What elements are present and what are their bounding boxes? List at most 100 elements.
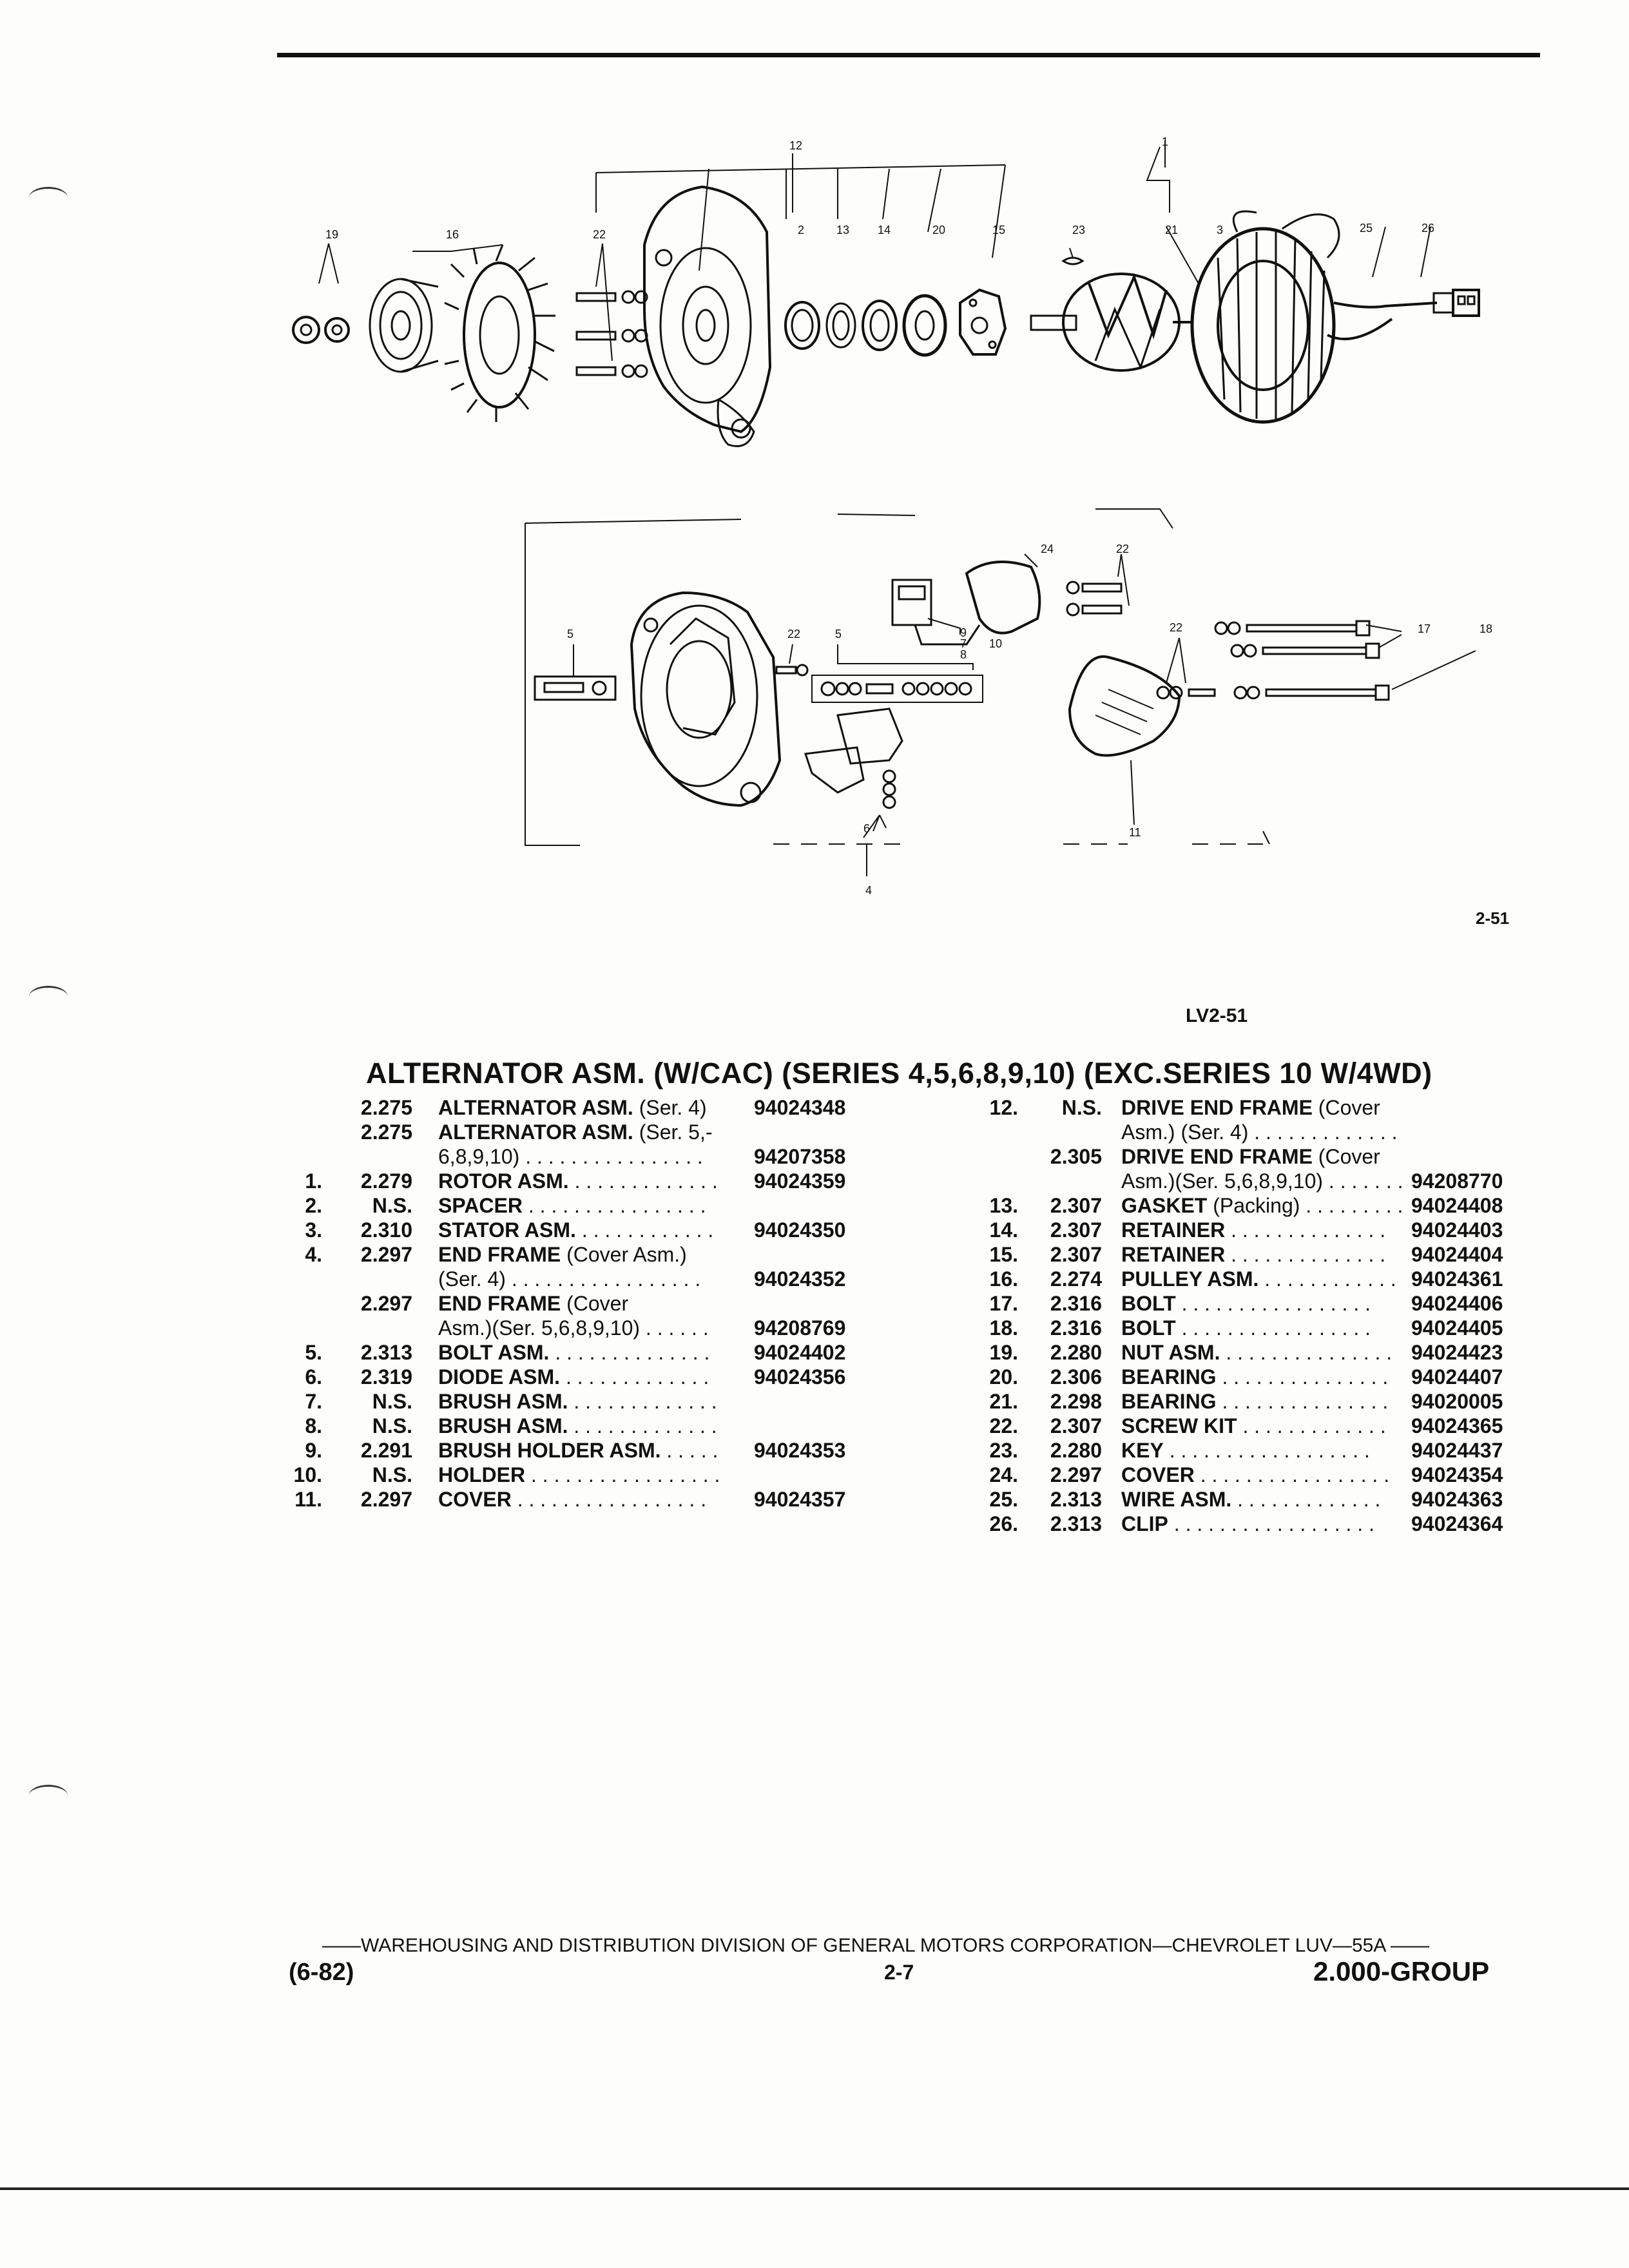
part-description: RETAINER . . . . . . . . . . . . . . <box>1121 1243 1386 1266</box>
item-number: 18. <box>989 1316 1018 1340</box>
figure-page-code: 2-51 <box>1476 908 1510 928</box>
part-description: PULLEY ASM. . . . . . . . . . . . . <box>1121 1267 1396 1291</box>
part-description: END FRAME (Cover Asm.) <box>438 1243 687 1266</box>
part-description: COVER . . . . . . . . . . . . . . . . . <box>438 1488 707 1511</box>
top-callout-3: 3 <box>1217 224 1223 236</box>
bottom-callout-22: 22 <box>787 628 800 640</box>
part-description: ALTERNATOR ASM. (Ser. 4) <box>438 1096 707 1119</box>
part-description: NUT ASM. . . . . . . . . . . . . . . . <box>1121 1341 1393 1364</box>
bottom-callout-4: 4 <box>865 884 872 897</box>
bottom-callout-11: 11 <box>1129 826 1141 839</box>
part-description: DIODE ASM. . . . . . . . . . . . . . <box>438 1365 709 1389</box>
item-number: 20. <box>989 1365 1018 1389</box>
part-description: BRUSH ASM. . . . . . . . . . . . . . <box>438 1390 717 1413</box>
top-callout-16: 16 <box>446 228 459 241</box>
item-number: 22. <box>989 1414 1018 1437</box>
bottom-callout-6: 6 <box>863 822 870 835</box>
binder-mark <box>29 1785 68 1806</box>
top-rule <box>277 53 1540 57</box>
item-number: 9. <box>305 1439 322 1462</box>
parts-row: 8.N.S.BRUSH ASM. . . . . . . . . . . . .… <box>284 1414 876 1438</box>
group-number: 2.280 <box>1050 1341 1102 1364</box>
group-number: 2.306 <box>1050 1365 1102 1389</box>
item-number: 8. <box>305 1414 322 1437</box>
figure-id: LV2-51 <box>1186 1005 1248 1026</box>
parts-row: 6. 2.319 DIODE ASM. . . . . . . . . . . . … <box>284 1365 876 1389</box>
group-number: 2.298 <box>1050 1390 1102 1413</box>
bottom-callout-7: 7 <box>960 637 967 650</box>
part-number: 94024404 <box>1411 1243 1503 1266</box>
alternator-exploded-diagram: 1211916222131420152321325262422522597108… <box>292 135 1492 897</box>
item-number: 13. <box>989 1194 1018 1217</box>
part-description: CLIP . . . . . . . . . . . . . . . . . . <box>1121 1512 1374 1535</box>
item-number: 16. <box>989 1267 1018 1291</box>
group-number: 2.307 <box>1050 1414 1102 1437</box>
group-number: 2.274 <box>1050 1267 1102 1291</box>
group-number: 2.310 <box>360 1218 412 1242</box>
part-description: ROTOR ASM. . . . . . . . . . . . . . <box>438 1169 718 1193</box>
part-description: RETAINER . . . . . . . . . . . . . . <box>1121 1218 1386 1242</box>
item-number: 7. <box>305 1390 322 1413</box>
group-number: 2.313 <box>360 1341 412 1364</box>
part-number: 94024402 <box>754 1341 846 1364</box>
group-number: 2.297 <box>360 1488 412 1511</box>
item-number: 17. <box>989 1292 1018 1315</box>
top-callout-23: 23 <box>1072 224 1085 236</box>
group-number: 2.297 <box>1050 1463 1102 1486</box>
item-number: 3. <box>305 1218 322 1242</box>
part-description: Asm.)(Ser. 5,6,8,9,10) . . . . . . . <box>1121 1169 1403 1193</box>
item-number: 12. <box>989 1096 1018 1119</box>
part-description: BOLT . . . . . . . . . . . . . . . . . <box>1121 1316 1371 1340</box>
part-number: 94208769 <box>754 1316 846 1340</box>
part-description: BRUSH HOLDER ASM. . . . . . <box>438 1439 718 1462</box>
part-number: 94024361 <box>1411 1267 1503 1291</box>
parts-row: 12.N.S.DRIVE END FRAME (Cover <box>934 1095 1540 1120</box>
group-number: 2.297 <box>360 1243 412 1266</box>
part-description: GASKET (Packing) . . . . . . . . . <box>1121 1194 1403 1217</box>
part-number: 94207358 <box>754 1145 846 1168</box>
item-number: 6. <box>305 1365 322 1389</box>
bottom-callout-24: 24 <box>1041 543 1054 555</box>
part-description: DRIVE END FRAME (Cover <box>1121 1145 1380 1168</box>
part-description: BOLT ASM. . . . . . . . . . . . . . . <box>438 1341 710 1364</box>
parts-row: Asm.)(Ser. 5,6,8,9,10) . . . . . .942087… <box>284 1316 876 1340</box>
part-number: 94024357 <box>754 1488 846 1511</box>
part-description: (Ser. 4) . . . . . . . . . . . . . . . .… <box>438 1267 701 1291</box>
top-callout-14: 14 <box>878 224 891 236</box>
bottom-rule <box>0 2187 1629 2190</box>
bottom-callout-8: 8 <box>960 648 967 661</box>
bottom-callout-5: 5 <box>567 628 574 640</box>
group-number: 2.305 <box>1050 1145 1102 1168</box>
part-number: 94024403 <box>1411 1218 1503 1242</box>
part-description: COVER . . . . . . . . . . . . . . . . . <box>1121 1463 1390 1486</box>
group-number: 2.313 <box>1050 1488 1102 1511</box>
part-description: BRUSH ASM. . . . . . . . . . . . . . <box>438 1414 717 1437</box>
top-callout-1: 1 <box>1162 135 1168 148</box>
top-callout-13: 13 <box>836 224 849 236</box>
part-number: 94024353 <box>754 1439 846 1462</box>
part-number: 94024407 <box>1411 1365 1503 1389</box>
item-number: 25. <box>989 1488 1018 1511</box>
part-description: ALTERNATOR ASM. (Ser. 5,- <box>438 1120 713 1144</box>
part-number: 94024348 <box>754 1096 846 1119</box>
group-number: 2.319 <box>360 1365 412 1389</box>
part-number: 94024354 <box>1411 1463 1503 1486</box>
part-description: BOLT . . . . . . . . . . . . . . . . . <box>1121 1292 1371 1315</box>
part-description: BEARING . . . . . . . . . . . . . . . <box>1121 1390 1389 1413</box>
item-number: 23. <box>989 1439 1018 1462</box>
binder-mark <box>29 986 68 1007</box>
parts-row: Asm.) (Ser. 4) . . . . . . . . . . . . . <box>934 1120 1540 1144</box>
part-number: 94024423 <box>1411 1341 1503 1364</box>
top-callout-25: 25 <box>1360 222 1373 235</box>
